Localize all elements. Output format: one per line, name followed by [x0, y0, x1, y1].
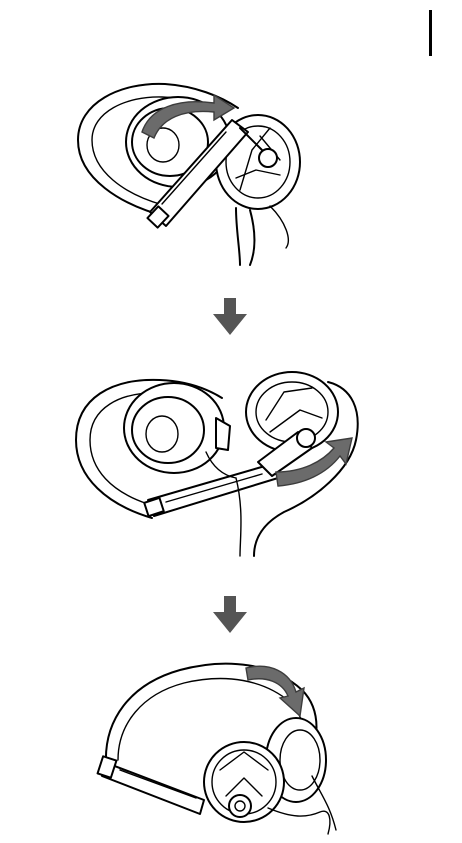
step-3-unfolded-headphones-icon — [98, 664, 336, 834]
down-arrow-icon — [213, 596, 247, 633]
step-1-folded-headphones-icon — [78, 84, 300, 265]
page-edge-marker — [429, 10, 432, 56]
down-arrow-icon — [213, 298, 247, 335]
step-2-swivel-headphones-icon — [76, 372, 358, 556]
